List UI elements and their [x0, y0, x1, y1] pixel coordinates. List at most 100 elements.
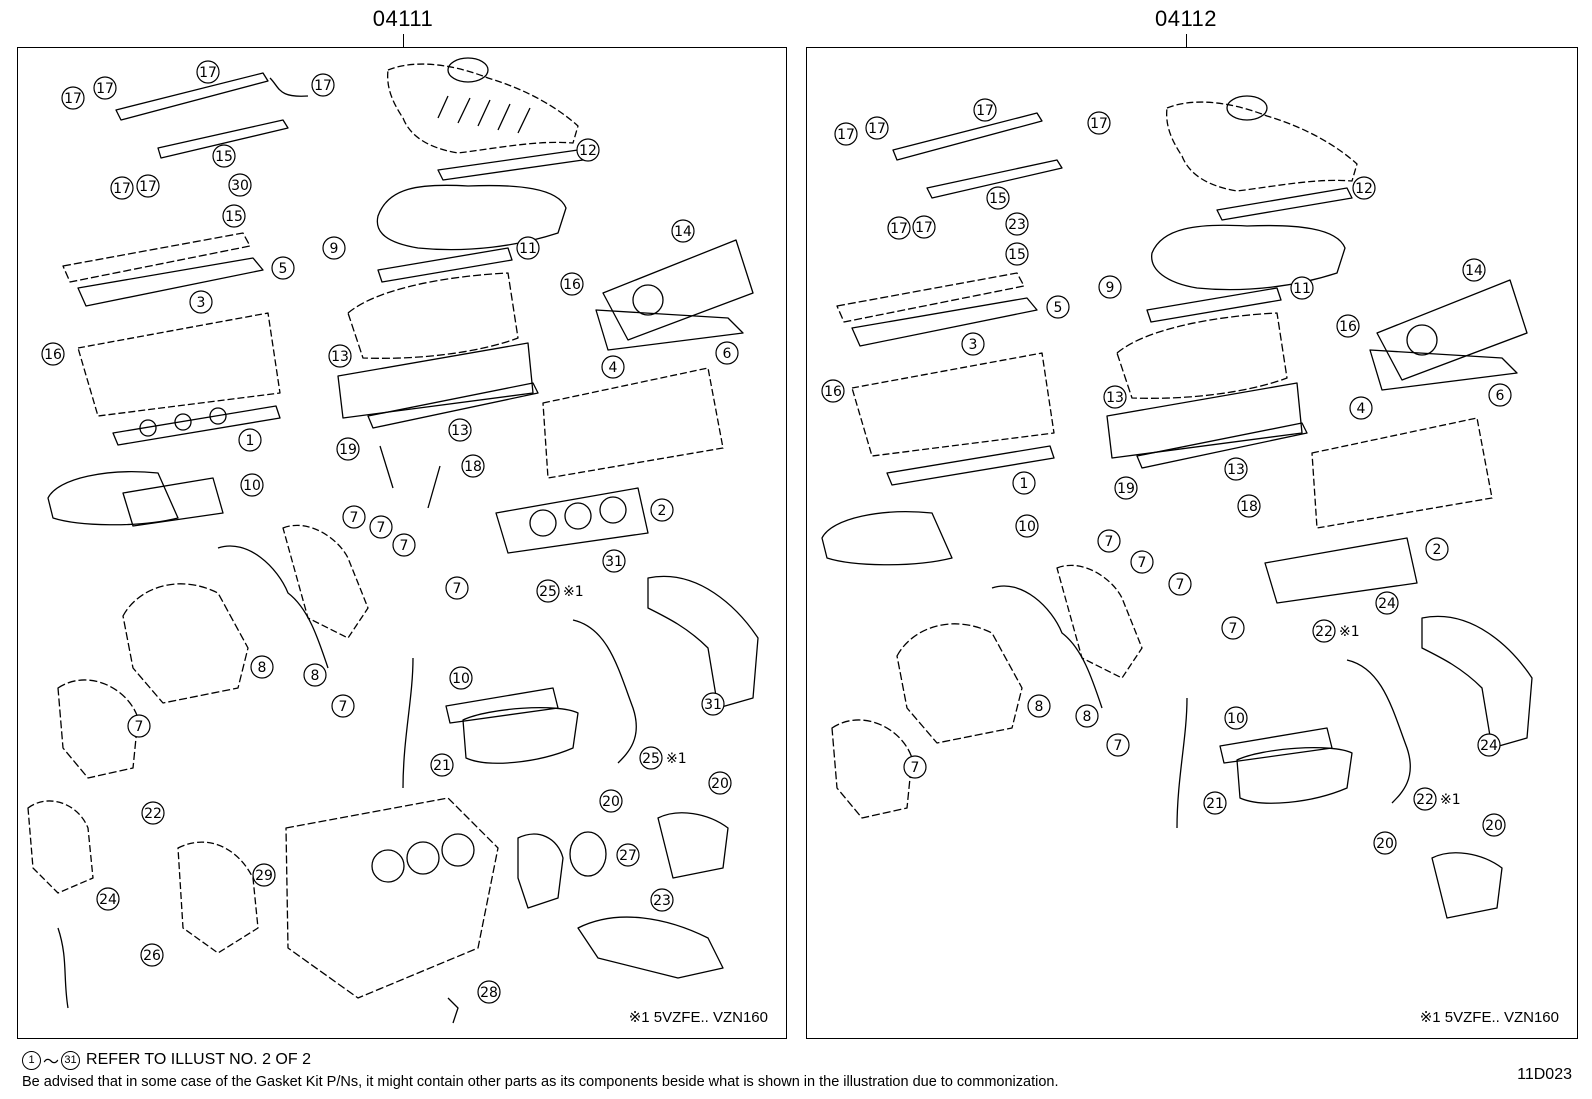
intake-plenum — [1166, 101, 1358, 192]
callout-circle — [576, 138, 600, 162]
callout-circle — [1012, 471, 1036, 495]
callout-number: 31 — [704, 697, 722, 713]
timing-belt-gasket — [991, 585, 1103, 709]
callout-number: 29 — [255, 868, 273, 884]
callout-number: 7 — [911, 760, 920, 776]
callout-number: 19 — [339, 442, 357, 458]
callout-15: 15 — [986, 186, 1010, 210]
engine-model-note-right: ※1 5VZFE.. VZN160 — [1419, 1009, 1559, 1026]
callout-17: 17 — [1087, 111, 1111, 135]
valve-cover-gasket-5 — [851, 297, 1038, 347]
callout-number: 18 — [464, 459, 482, 475]
callout-number: 30 — [231, 178, 249, 194]
callout-3: 3 — [961, 332, 985, 356]
callout-4: 4 — [1349, 396, 1373, 420]
callout-circle — [834, 122, 858, 146]
callout-number: 7 — [1114, 738, 1123, 754]
callout-circle — [1203, 791, 1227, 815]
bore-1 — [139, 419, 157, 437]
callout-13: 13 — [1224, 457, 1248, 481]
callout-circle — [141, 801, 165, 825]
valve-18 — [427, 465, 441, 509]
callout-12: 12 — [1352, 176, 1376, 200]
callout-17: 17 — [865, 116, 889, 140]
callout-footnote-mark: ※1 — [1339, 624, 1360, 640]
callout-8: 8 — [1075, 704, 1099, 728]
callout-5: 5 — [271, 256, 295, 280]
callout-number: 17 — [139, 179, 157, 195]
callout-6: 6 — [1488, 383, 1512, 407]
callout-circle — [222, 204, 246, 228]
callout-footnote-mark: ※1 — [1440, 792, 1461, 808]
callout-number: 7 — [377, 520, 386, 536]
refer-note: 1 ～ 31 REFER TO ILLUST NO. 2 OF 2 — [22, 1048, 311, 1072]
oil-strainer — [577, 916, 724, 979]
callout-16: 16 — [821, 379, 845, 403]
callout-3: 3 — [189, 290, 213, 314]
callout-21: 21 — [1203, 791, 1227, 815]
callout-7: 7 — [903, 755, 927, 779]
callout-number: 24 — [1378, 596, 1396, 612]
fuel-rail-upper — [892, 112, 1043, 161]
callout-circle — [986, 186, 1010, 210]
callout-number: 7 — [1138, 555, 1147, 571]
callout-circle — [96, 887, 120, 911]
refer-from-number: 1 — [22, 1050, 41, 1070]
callout-circle — [127, 714, 151, 738]
callout-circle — [342, 505, 366, 529]
exhaust-pipe-right — [1421, 615, 1533, 749]
callout-number: 7 — [1176, 577, 1185, 593]
callout-17: 17 — [887, 216, 911, 240]
front-cover-lower — [831, 719, 913, 819]
timing-cover — [896, 623, 1023, 744]
callout-circle — [1488, 383, 1512, 407]
callout-circle — [392, 533, 416, 557]
callout-footnote-mark: ※1 — [666, 751, 687, 767]
valve-cover-gasket-6 — [1369, 349, 1518, 391]
callout-number: 24 — [99, 892, 117, 908]
callout-number: 31 — [605, 554, 623, 570]
callout-circle — [616, 843, 640, 867]
callout-1: 1 — [1012, 471, 1036, 495]
callout-circle — [1087, 111, 1111, 135]
callout-7: 7 — [342, 505, 366, 529]
callout-circle — [1005, 212, 1029, 236]
callout-circle — [41, 342, 65, 366]
callout-number: 2 — [658, 503, 667, 519]
callout-17: 17 — [110, 176, 134, 200]
exhaust-manifold-left — [47, 471, 179, 526]
callout-number: 11 — [1293, 281, 1311, 297]
callout-circle — [1106, 733, 1130, 757]
callout-16: 16 — [41, 342, 65, 366]
callout-circle — [602, 549, 626, 573]
callout-circle — [212, 144, 236, 168]
callout-number: 15 — [1008, 247, 1026, 263]
callout-circle — [110, 176, 134, 200]
callout-23: 23 — [1005, 212, 1029, 236]
head-gasket-1 — [886, 445, 1055, 486]
callout-circle — [449, 666, 473, 690]
rear-oil-seal-27 — [569, 831, 607, 877]
callout-circle — [322, 236, 346, 260]
callout-12: 12 — [576, 138, 600, 162]
callout-circle — [887, 216, 911, 240]
valve-cover-right — [1376, 279, 1528, 381]
exhaust-manifold-left — [821, 511, 953, 566]
timing-belt-gasket — [217, 545, 329, 669]
callout-circle — [1168, 572, 1192, 596]
callout-circle — [1114, 476, 1138, 500]
callout-circle — [912, 215, 936, 239]
callout-circle — [328, 344, 352, 368]
callout-number: 3 — [197, 295, 206, 311]
callout-7: 7 — [127, 714, 151, 738]
callout-number: 1 — [246, 433, 255, 449]
intake-gasket-13a — [337, 342, 534, 419]
callout-number: 20 — [602, 794, 620, 810]
callout-10: 10 — [240, 473, 264, 497]
callout-16: 16 — [1336, 314, 1360, 338]
callout-7: 7 — [331, 694, 355, 718]
callout-17: 17 — [834, 122, 858, 146]
callout-number: 7 — [135, 719, 144, 735]
callout-number: 6 — [1496, 388, 1505, 404]
